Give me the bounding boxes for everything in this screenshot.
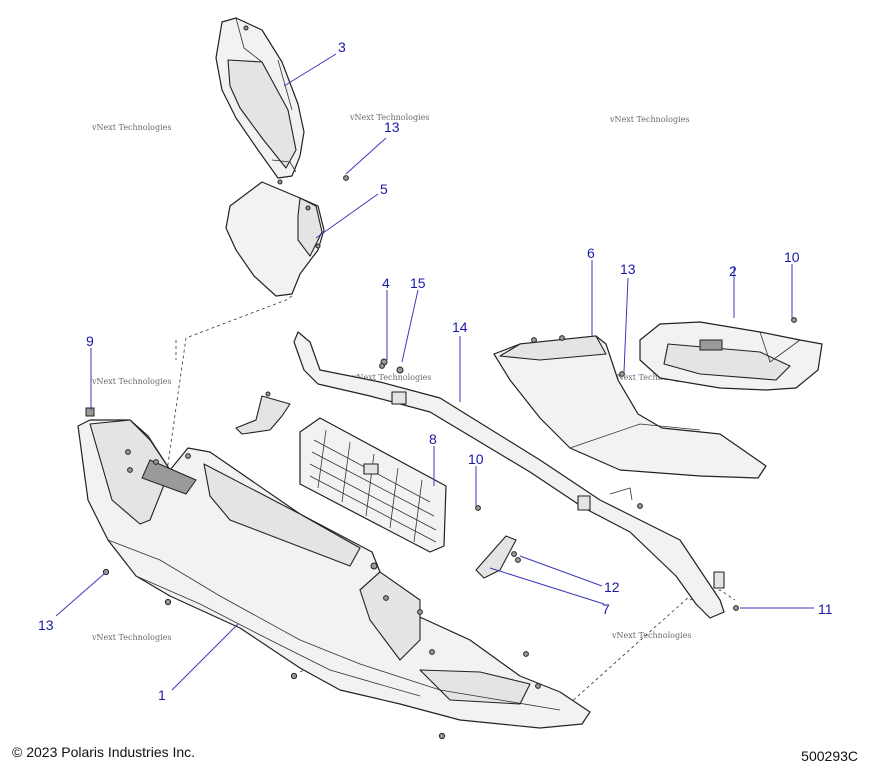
callout-13-right: 13	[620, 261, 636, 277]
part-14-support-tube	[293, 331, 725, 619]
fasteners	[85, 363, 739, 740]
watermark: vNext Technologies	[611, 373, 691, 382]
watermark: vNext Technologies	[91, 123, 171, 132]
part-6-floor-panel	[493, 335, 767, 479]
part-8-grille	[299, 417, 447, 553]
callout-9: 9	[86, 333, 94, 349]
watermark: vNext Technologies	[611, 631, 691, 640]
callout-13-top: 13	[384, 119, 400, 135]
copyright-notice: © 2023 Polaris Industries Inc.	[12, 744, 196, 760]
callout-13-left: 13	[38, 617, 54, 633]
part-5-lower-panel	[225, 175, 349, 297]
watermark: vNext Technologies	[351, 373, 431, 382]
callout-11: 11	[818, 601, 833, 617]
callout-numbers: 3 13 5 4 15 14 6 13 2 10 9 8 10 12 7 11 …	[38, 39, 833, 703]
callout-15: 15	[410, 275, 426, 291]
bracket-left	[235, 391, 291, 435]
callout-7: 7	[602, 601, 610, 617]
watermark: vNext Technologies	[91, 377, 171, 386]
drawing-number: 500293C	[801, 748, 858, 764]
callout-5: 5	[380, 181, 388, 197]
callout-10-top: 10	[784, 249, 800, 265]
part-3-upper-panel	[215, 17, 305, 185]
callout-3: 3	[338, 39, 346, 55]
part-1-bumper	[77, 419, 591, 729]
watermark: vNext Technologies	[349, 113, 429, 122]
leader-lines	[55, 53, 814, 691]
callout-12: 12	[604, 579, 620, 595]
callout-2: 2	[729, 263, 737, 279]
callout-6: 6	[587, 245, 595, 261]
watermark: vNext Technologies	[91, 633, 171, 642]
part-2-right-panel	[639, 317, 823, 391]
callout-10-mid: 10	[468, 451, 484, 467]
callout-8: 8	[429, 431, 437, 447]
callout-1: 1	[158, 687, 166, 703]
watermark: vNext Technologies	[609, 115, 689, 124]
part-7-bracket	[475, 535, 521, 579]
callout-4: 4	[382, 275, 390, 291]
callout-14: 14	[452, 319, 468, 335]
